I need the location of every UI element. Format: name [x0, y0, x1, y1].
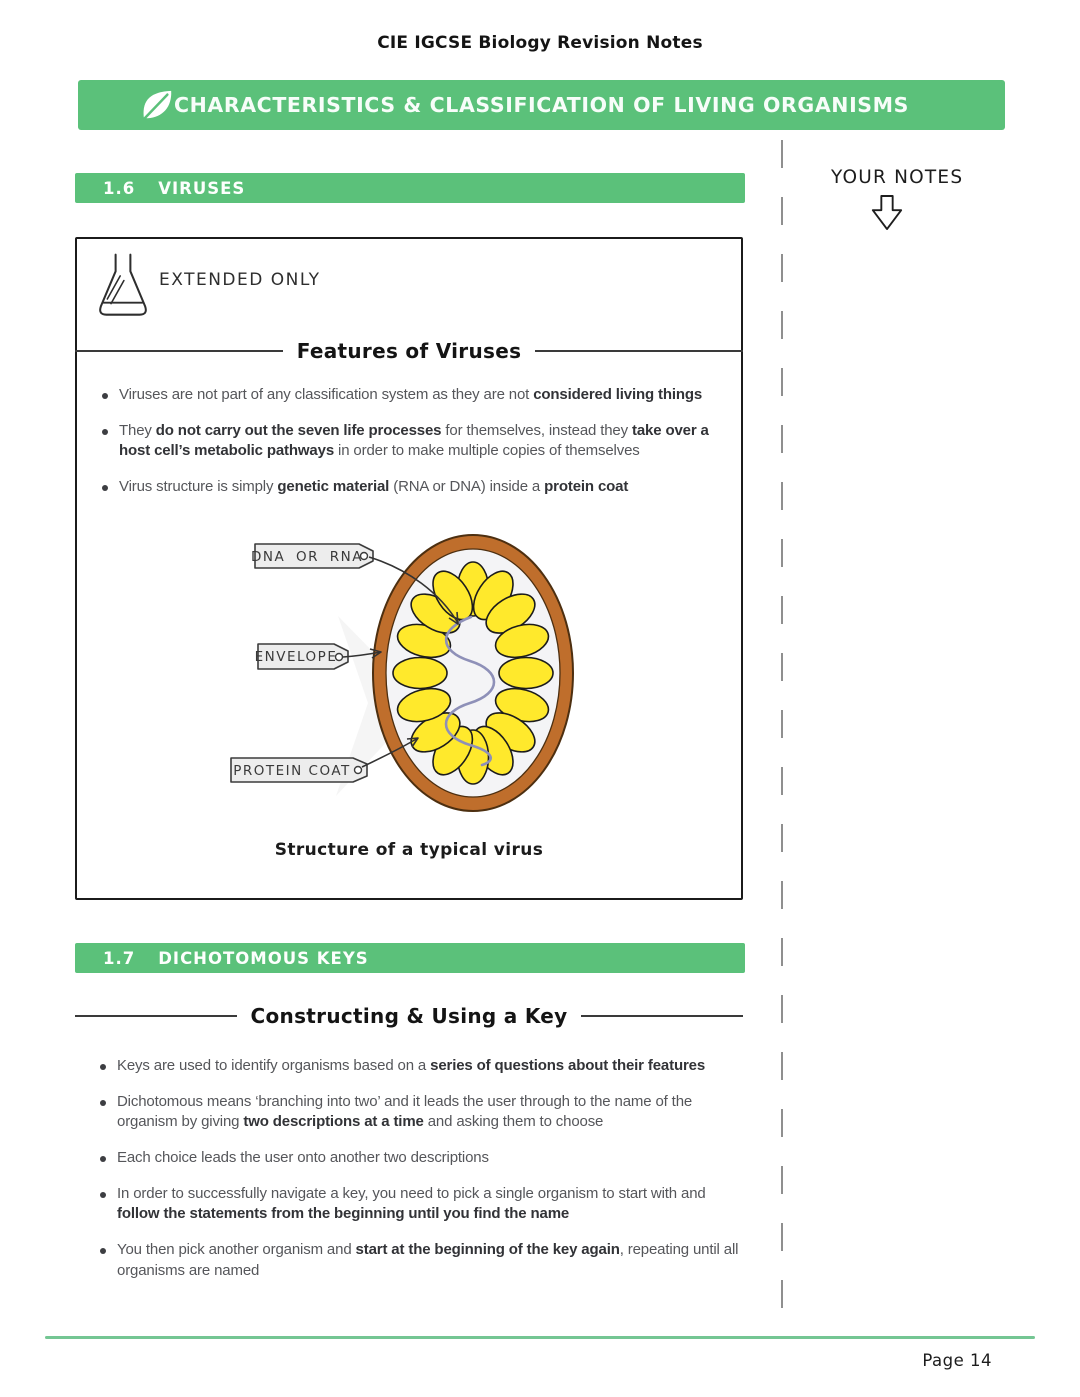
section-title: DICHOTOMOUS KEYS	[158, 948, 369, 968]
label-dna-or-rna: DNA OR RNA	[251, 543, 459, 625]
page-number: Page 14	[922, 1351, 992, 1370]
section-header-1-6: 1.6 VIRUSES	[75, 173, 745, 203]
genetic-material-squiggle	[444, 615, 496, 767]
footer-rule	[45, 1336, 1035, 1339]
leaf-icon	[143, 90, 172, 120]
chapter-banner: CHARACTERISTICS & CLASSIFICATION OF LIVI…	[78, 80, 1005, 130]
your-notes-label: YOUR NOTES	[831, 167, 964, 188]
keys-subheading-row: Constructing & Using a Key	[75, 1004, 744, 1028]
viruses-bullet-list: Viruses are not part of any classificati…	[99, 385, 739, 513]
bullet-item: Viruses are not part of any classificati…	[99, 385, 739, 406]
rule-right	[535, 350, 744, 352]
diagram-caption: Structure of a typical virus	[274, 840, 544, 860]
keys-subheading: Constructing & Using a Key	[250, 1004, 568, 1028]
chapter-title: CHARACTERISTICS & CLASSIFICATION OF LIVI…	[173, 93, 910, 117]
features-subheading: Features of Viruses	[296, 339, 522, 363]
notes-divider-dashed-line	[781, 140, 783, 1330]
bullet-item: You then pick another organism and start…	[97, 1240, 747, 1281]
label-envelope: ENVELOPE	[255, 643, 382, 670]
extended-only-label: EXTENDED ONLY	[159, 270, 321, 290]
bullet-item: Dichotomous means ‘branching into two’ a…	[97, 1092, 747, 1133]
section-header-1-7: 1.7 DICHOTOMOUS KEYS	[75, 943, 745, 973]
bullet-item: Each choice leads the user onto another …	[97, 1148, 747, 1169]
virus-diagram: DNA OR RNA ENVELOPE PROTEIN COAT	[230, 534, 574, 812]
protein-coat-ovals	[392, 561, 554, 785]
section-number: 1.7	[103, 948, 136, 968]
section-number: 1.6	[103, 178, 136, 198]
svg-text:ENVELOPE: ENVELOPE	[255, 649, 338, 665]
svg-text:PROTEIN COAT: PROTEIN COAT	[233, 763, 351, 779]
bullet-item: Virus structure is simply genetic materi…	[99, 477, 739, 498]
features-subheading-row: Features of Viruses	[75, 339, 744, 363]
svg-text:DNA OR RNA: DNA OR RNA	[251, 549, 363, 565]
label-protein-coat: PROTEIN COAT	[230, 737, 419, 783]
bullet-item: Keys are used to identify organisms base…	[97, 1056, 747, 1077]
rule-left	[75, 350, 283, 352]
doc-title: CIE IGCSE Biology Revision Notes	[377, 33, 703, 53]
keys-bullet-list: Keys are used to identify organisms base…	[97, 1056, 747, 1297]
down-arrow-icon	[871, 195, 903, 230]
extended-only-box: EXTENDED ONLY Features of Viruses Viruse…	[75, 237, 744, 900]
rule-left	[75, 1015, 237, 1017]
bullet-item: In order to successfully navigate a key,…	[97, 1184, 747, 1225]
rule-right	[581, 1015, 744, 1017]
bullet-item: They do not carry out the seven life pro…	[99, 421, 739, 462]
section-title: VIRUSES	[158, 178, 246, 198]
flask-icon	[99, 253, 147, 316]
